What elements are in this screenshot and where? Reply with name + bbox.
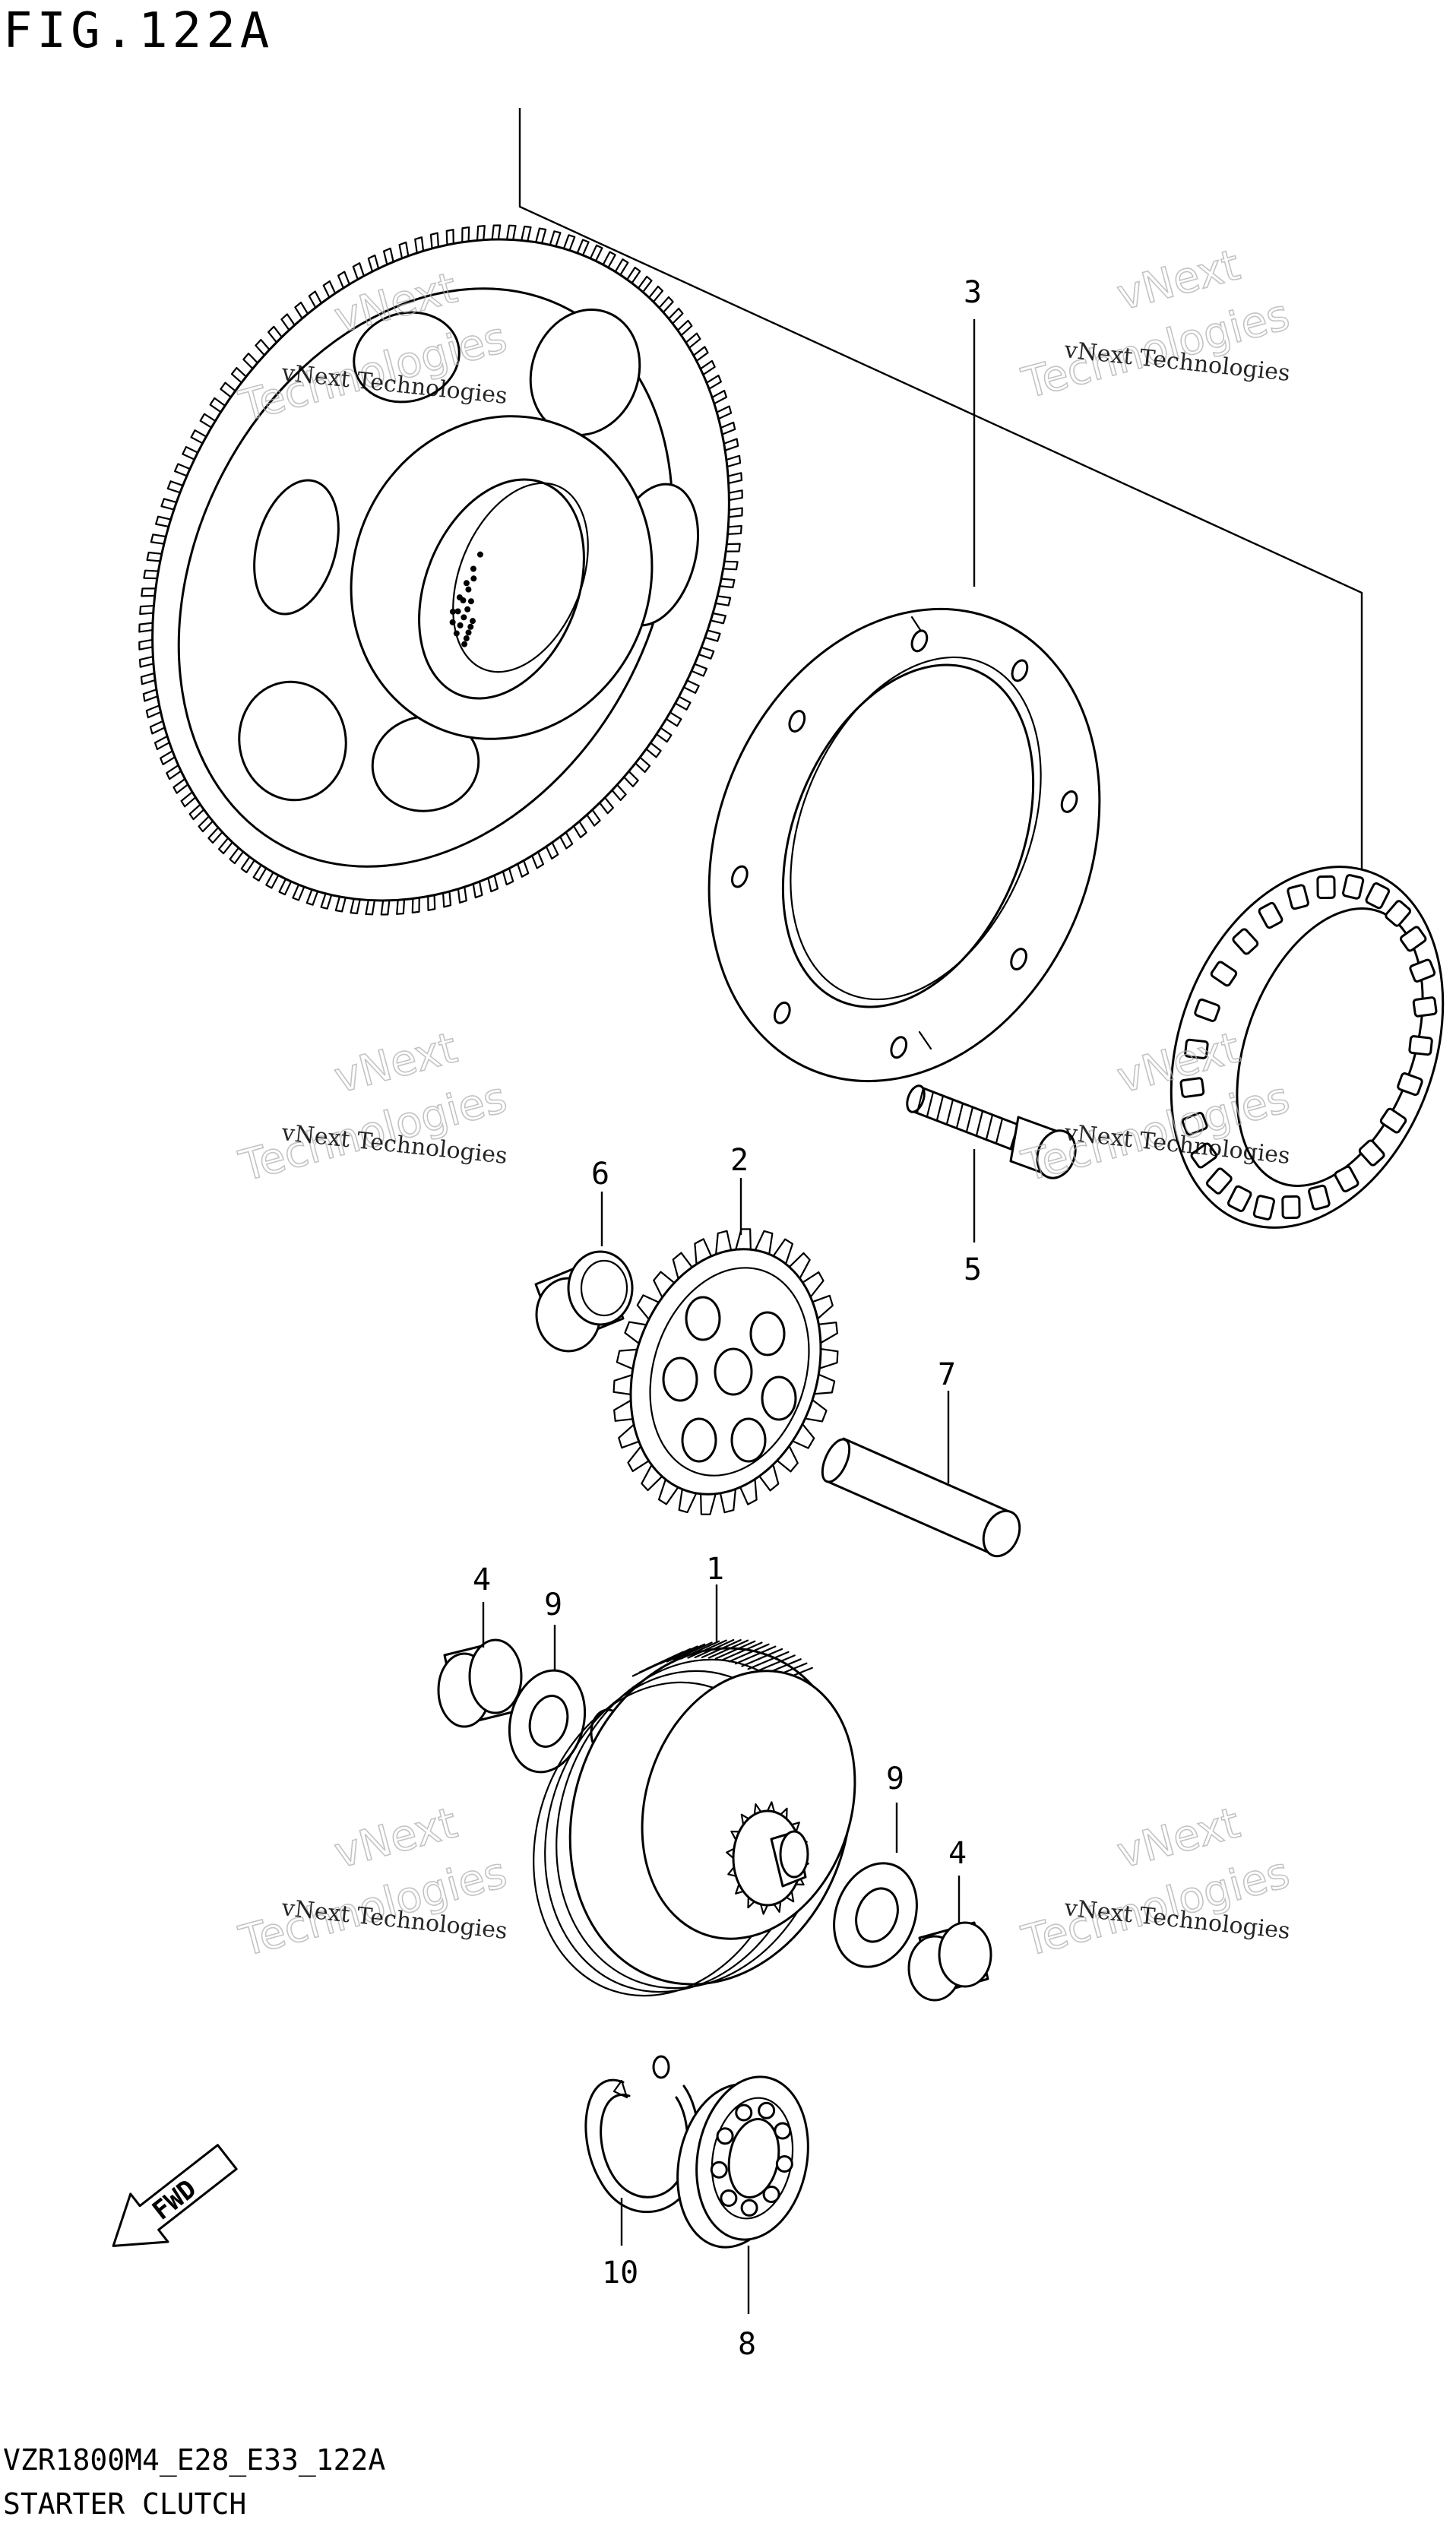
figure-code: VZR1800M4_E28_E33_122A [3,2443,385,2477]
fwd-arrow-icon: FWD [112,2144,238,2247]
callout-3: 3 [964,275,982,310]
group-bracket [518,108,1363,920]
callout-4a: 4 [473,1562,491,1597]
callout-2: 2 [730,1143,749,1178]
bushing-right [907,1921,992,2002]
clutch-housing [707,607,1101,1083]
housing-bolt [906,1084,1077,1179]
callout-9a: 9 [544,1588,562,1622]
washer-right [833,1862,918,1968]
callout-1: 1 [706,1552,724,1587]
callout-7: 7 [938,1357,956,1392]
idler-gear [612,1228,839,1515]
one-way-clutch [1170,866,1445,1229]
callout-10: 10 [602,2256,638,2290]
washer-left [508,1669,587,1774]
idler-shaft [821,1437,1021,1558]
figure-title: FIG.122A [3,3,274,59]
idler-bushing [534,1250,634,1353]
callout-6: 6 [591,1157,609,1192]
starter-clutch-assembly [533,1638,856,1997]
callout-9b: 9 [886,1762,904,1796]
callout-5: 5 [964,1252,982,1287]
starter-driven-gear [138,224,743,916]
ball-bearing [676,2075,809,2249]
bushing-left [437,1638,523,1728]
figure-name: STARTER CLUTCH [3,2487,246,2521]
callout-8: 8 [738,2327,756,2362]
callout-4b: 4 [948,1836,967,1871]
